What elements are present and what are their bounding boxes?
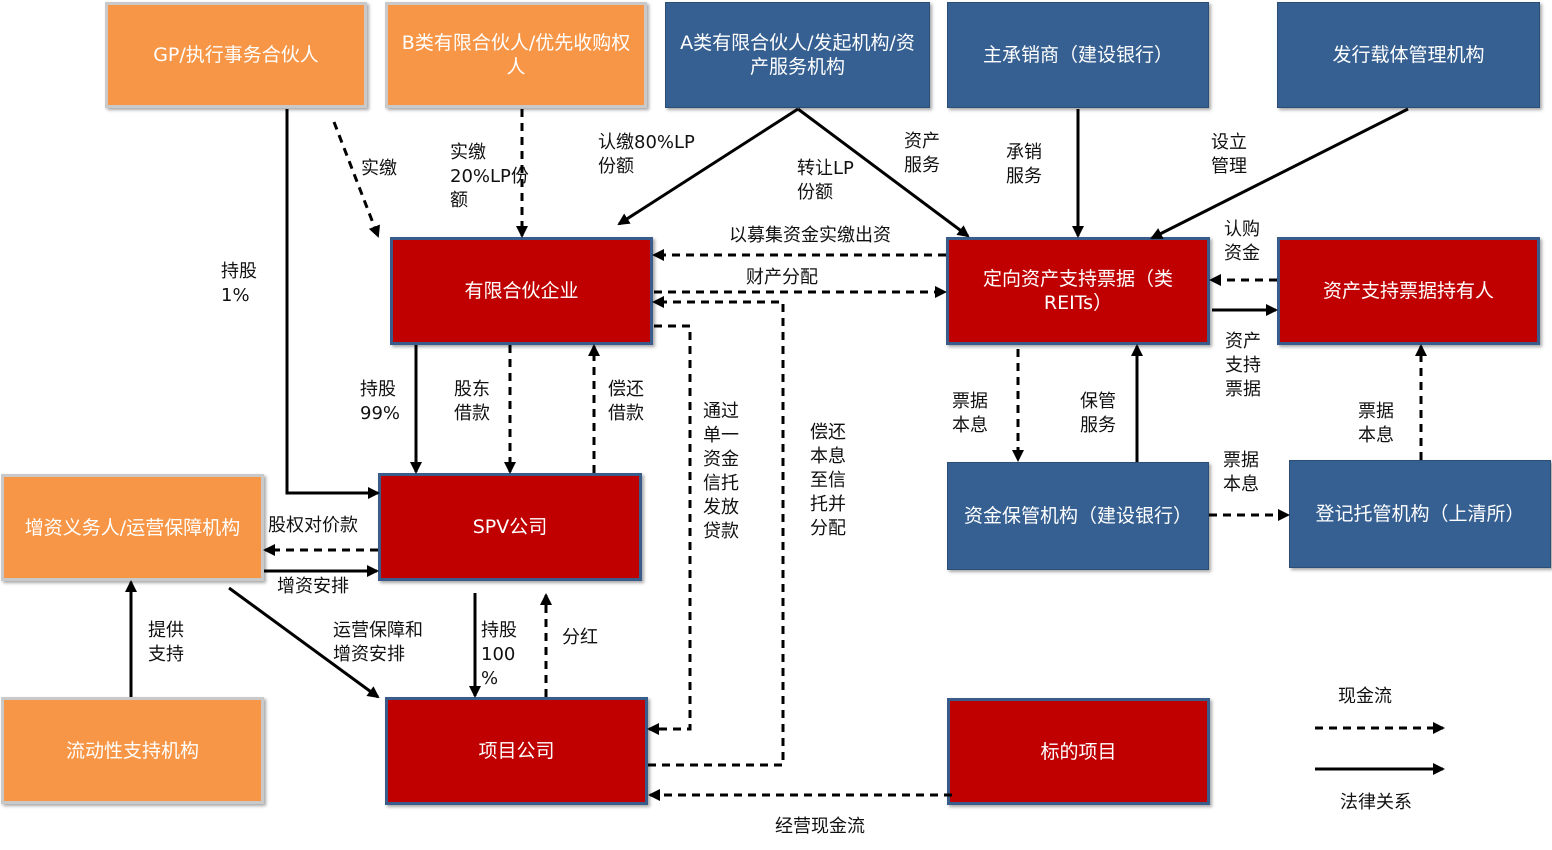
label-hold-100: 持股 100 % (481, 620, 517, 689)
label-subscribe-80: 认缴80%LP 份额 (598, 132, 695, 177)
label-ops-guarantee: 运营保障和 增资安排 (333, 620, 423, 665)
label-hold-99: 持股 99% (360, 379, 401, 424)
legend-legal-relation: 法律关系 (1340, 792, 1412, 813)
spv-node: SPV公司 (378, 473, 642, 581)
label-shareholder-loan: 股东 借款 (454, 379, 490, 424)
label-dividend: 分红 (562, 627, 598, 648)
gp-node: GP/执行事务合伙人 (105, 2, 367, 108)
a-lp-node: A类有限合伙人/发起机构/资产服务机构 (665, 2, 930, 108)
label-trust-loan: 通过 单一 资金 信托 发放 贷款 (703, 401, 739, 542)
edge-repay-principal (648, 296, 785, 767)
issuer-manager-node: 发行载体管理机构 (1277, 2, 1540, 108)
label-custody: 保管 服务 (1080, 391, 1116, 436)
label-establish: 设立 管理 (1211, 132, 1247, 177)
legend-cash-flow: 现金流 (1338, 686, 1392, 707)
edge-trust-loan (647, 324, 692, 735)
guarantor-node: 增资义务人/运营保障机构 (1, 474, 264, 581)
custodian-node: 资金保管机构（建设银行） (947, 462, 1209, 570)
label-repay-loan: 偿还 借款 (608, 379, 644, 424)
label-paid-in-20: 实缴 20%LP份 额 (450, 142, 529, 211)
label-note-pi-up: 票据 本息 (1358, 401, 1394, 446)
label-operating-cf: 经营现金流 (775, 816, 865, 837)
label-transfer-lp: 转让LP 份额 (797, 158, 854, 203)
notes-node: 定向资产支持票据（类REITs） (946, 237, 1210, 345)
edge-guarantor-to-project (228, 586, 380, 699)
label-hold-1: 持股 1% (221, 261, 257, 306)
holders-node: 资产支持票据持有人 (1277, 237, 1540, 345)
label-equity-payment: 股权对价款 (268, 515, 358, 536)
edge-manager-to-notes (1150, 107, 1409, 240)
label-note-pi-down: 票据 本息 (952, 391, 988, 436)
edge-gp-to-spv (285, 109, 380, 499)
label-subscribe-funds: 认购 资金 (1224, 219, 1260, 264)
label-fund-contribution: 以募集资金实缴出资 (729, 225, 891, 246)
label-note-pi-right: 票据 本息 (1223, 450, 1259, 495)
label-paid-in: 实缴 (361, 158, 397, 179)
label-asset-notes: 资产 支持 票据 (1225, 331, 1261, 400)
label-provide-support: 提供 支持 (148, 620, 184, 665)
label-asset-service: 资产 服务 (904, 131, 940, 176)
label-capital-arrangement: 增资安排 (277, 576, 349, 597)
label-property-dist: 财产分配 (746, 267, 818, 288)
edge-a-to-partnership (617, 107, 799, 226)
project-co-node: 项目公司 (385, 697, 648, 805)
liquidity-node: 流动性支持机构 (1, 697, 264, 804)
target-node: 标的项目 (947, 698, 1210, 805)
registrar-node: 登记托管机构（上清所） (1289, 460, 1551, 568)
edge-a-to-notes (797, 107, 970, 238)
underwriter-node: 主承销商（建设银行） (947, 2, 1209, 108)
b-lp-node: B类有限合伙人/优先收购权人 (385, 2, 647, 108)
edge-gp-paid-in (332, 121, 380, 238)
label-repay-principal: 偿还 本息 至信 托并 分配 (810, 422, 846, 539)
label-underwrite: 承销 服务 (1006, 142, 1042, 187)
partnership-node: 有限合伙企业 (390, 237, 653, 345)
